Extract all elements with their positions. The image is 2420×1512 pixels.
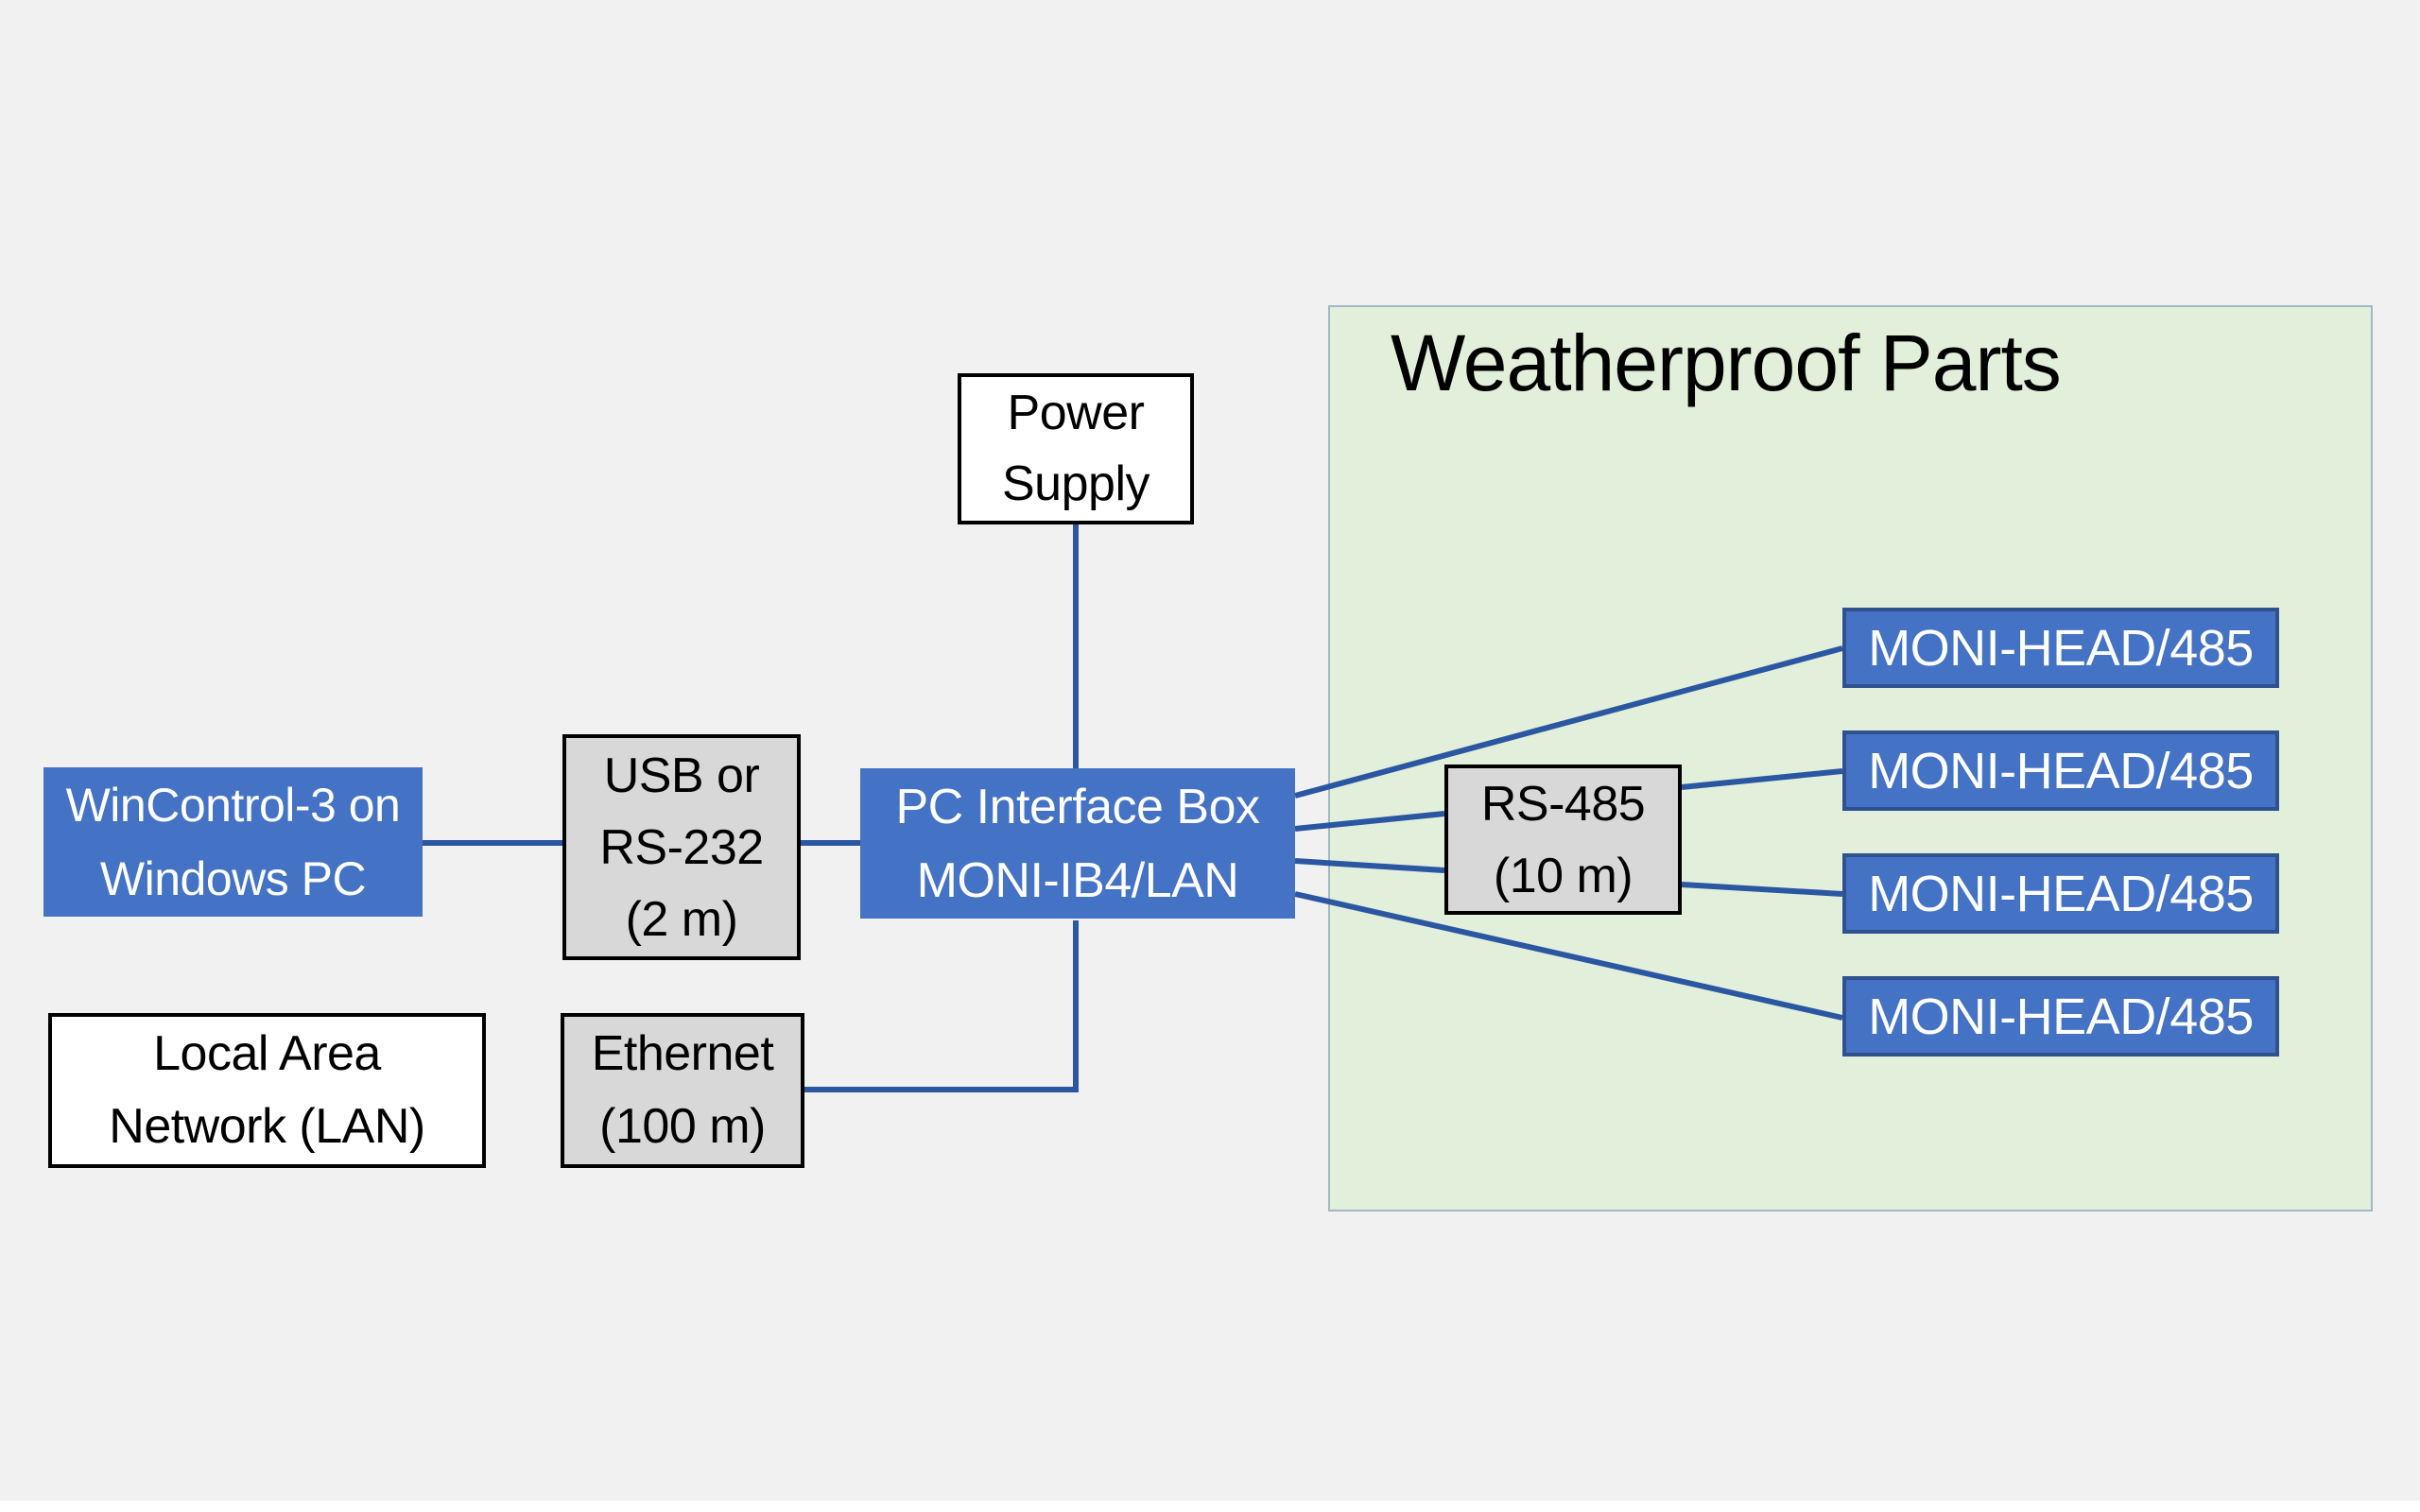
power-supply-box: Power Supply bbox=[958, 373, 1194, 524]
monihead-box-2: MONI-HEAD/485 bbox=[1842, 730, 2279, 811]
lan-label-line2: Network (LAN) bbox=[109, 1099, 425, 1154]
usb-rs232-label-line2: RS-232 bbox=[599, 819, 764, 875]
power-supply-label-line1: Power bbox=[1007, 386, 1145, 440]
bottom-white-strip bbox=[0, 1501, 2420, 1512]
connector-rs485-monihead2 bbox=[1681, 768, 1843, 790]
lan-label-line1: Local Area bbox=[153, 1026, 381, 1081]
connector-pcbox-monihead4 bbox=[1294, 891, 1843, 1021]
ethernet-label-line1: Ethernet bbox=[591, 1026, 774, 1081]
rs485-label-line2: (10 m) bbox=[1493, 848, 1634, 903]
monihead-label-2: MONI-HEAD/485 bbox=[1868, 742, 2254, 799]
pc-interface-label-line1: PC Interface Box bbox=[895, 779, 1260, 834]
pc-interface-label-line2: MONI-IB4/LAN bbox=[916, 852, 1239, 908]
wincontrol-label-line1: WinControl-3 on bbox=[65, 779, 401, 832]
ethernet-label-line2: (100 m) bbox=[599, 1099, 766, 1154]
monihead-box-1: MONI-HEAD/485 bbox=[1842, 608, 2279, 688]
wincontrol-box: WinControl-3 on Windows PC bbox=[43, 767, 423, 917]
usb-rs232-box: USB or RS-232 (2 m) bbox=[562, 734, 801, 960]
rs485-label-line1: RS-485 bbox=[1480, 776, 1646, 832]
monihead-label-3: MONI-HEAD/485 bbox=[1868, 865, 2254, 922]
power-supply-label-line2: Supply bbox=[1002, 456, 1150, 511]
monihead-label-4: MONI-HEAD/485 bbox=[1868, 988, 2254, 1045]
rs485-box: RS-485 (10 m) bbox=[1444, 765, 1682, 915]
connector-pcbox-rs485-lower bbox=[1294, 858, 1445, 873]
usb-rs232-label-line1: USB or bbox=[603, 747, 760, 803]
connector-pcbox-monihead1 bbox=[1294, 645, 1843, 799]
weatherproof-panel-title: Weatherproof Parts bbox=[1391, 318, 2062, 407]
monihead-label-1: MONI-HEAD/485 bbox=[1868, 619, 2254, 677]
usb-rs232-label-line3: (2 m) bbox=[625, 891, 738, 947]
connector-ethernet-pcbox bbox=[804, 920, 1079, 1092]
connector-pcbox-rs485-upper bbox=[1294, 811, 1445, 832]
connector-rs485-monihead3 bbox=[1681, 882, 1843, 897]
monihead-box-4: MONI-HEAD/485 bbox=[1842, 976, 2279, 1057]
wincontrol-label-line2: Windows PC bbox=[99, 852, 367, 905]
pc-interface-box: PC Interface Box MONI-IB4/LAN bbox=[860, 768, 1295, 919]
lan-box: Local Area Network (LAN) bbox=[48, 1013, 486, 1168]
monihead-box-3: MONI-HEAD/485 bbox=[1842, 853, 2279, 934]
ethernet-box: Ethernet (100 m) bbox=[561, 1013, 804, 1168]
